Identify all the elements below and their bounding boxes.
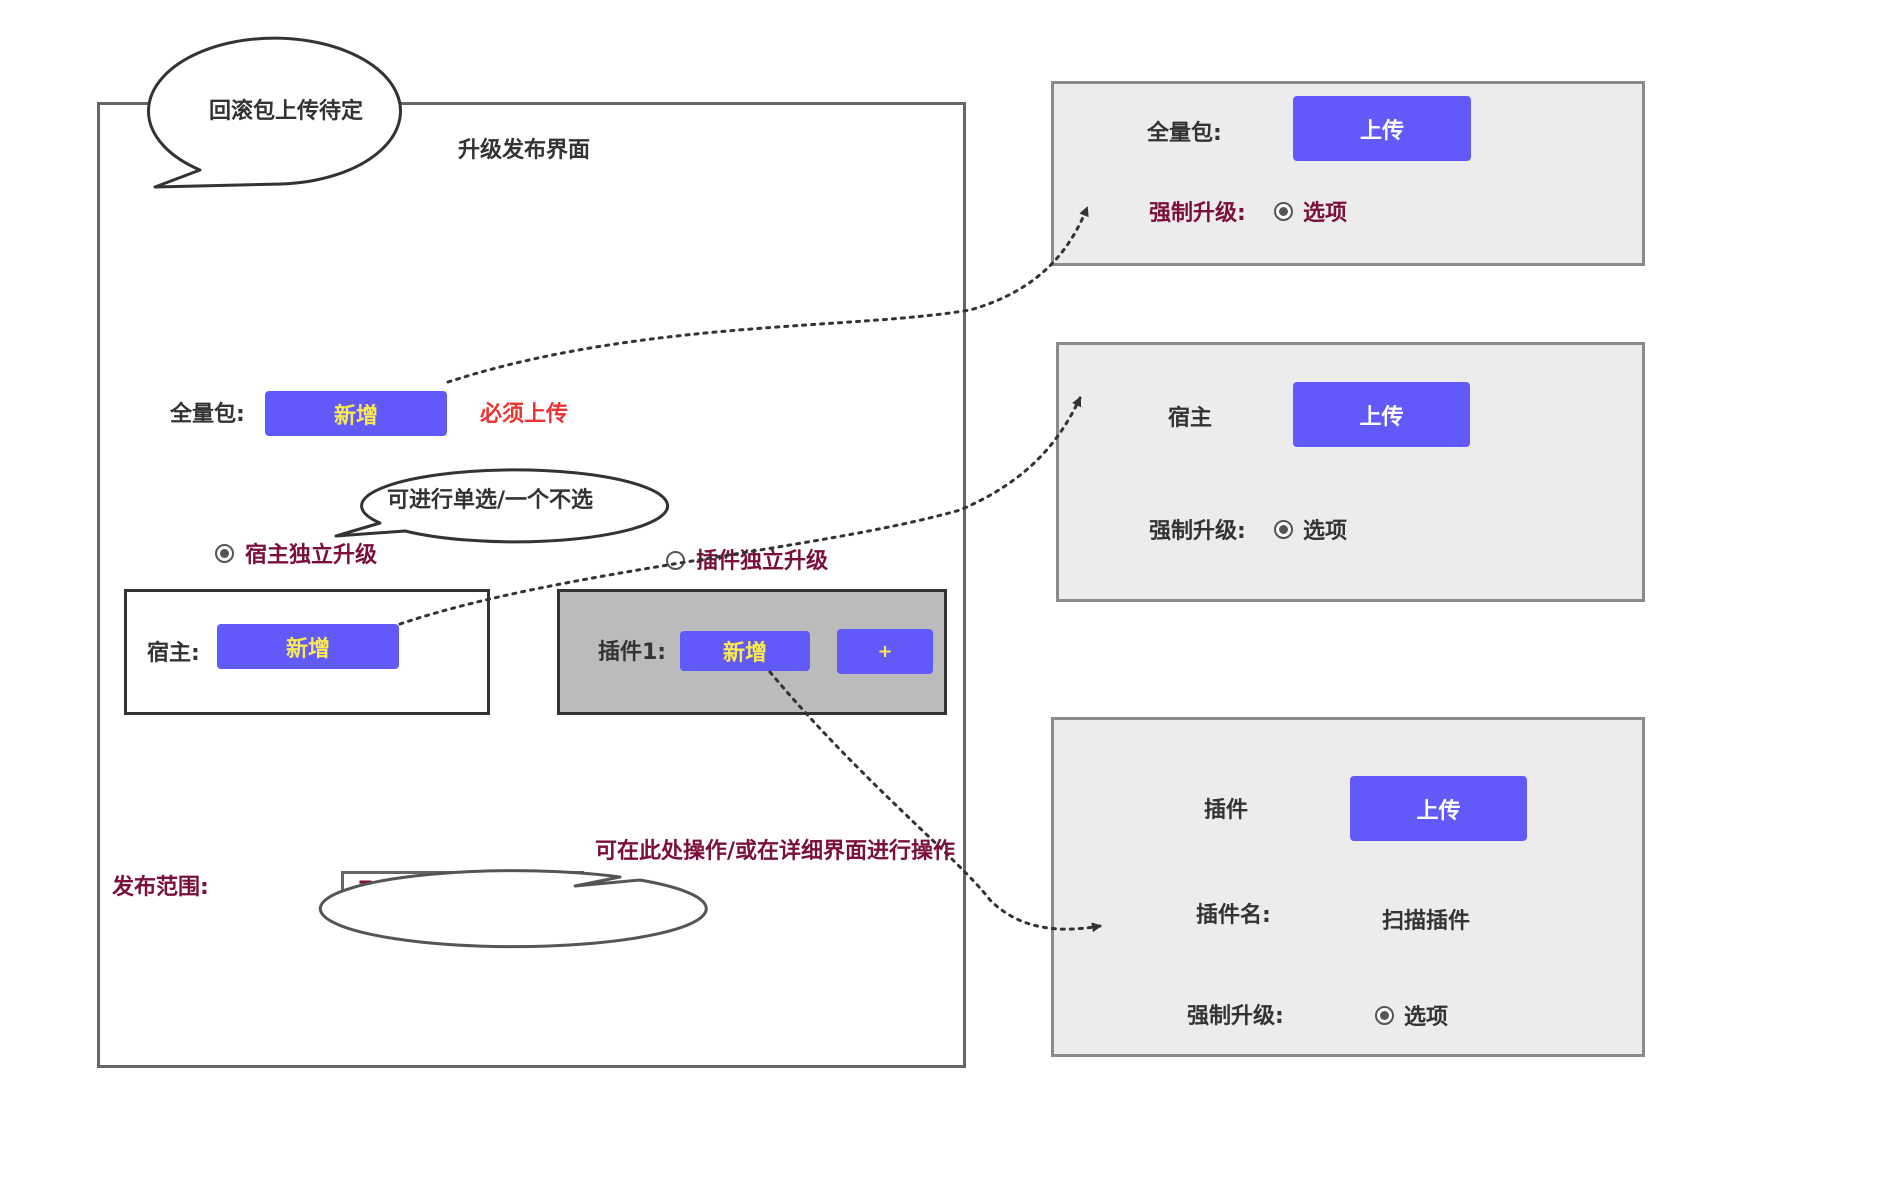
plugin-upload-button[interactable]: 上传 <box>1350 776 1527 841</box>
page-title: 升级发布界面 <box>458 138 591 163</box>
panel-host-force-option: 选项 <box>1303 519 1348 544</box>
panel-plugin-force-label: 强制升级: <box>1187 1004 1284 1029</box>
add-plugin-plus-button[interactable]: + <box>837 629 933 674</box>
scope-label: 发布范围: <box>112 875 209 900</box>
plugin-detail-panel <box>1051 717 1645 1057</box>
host-label: 宿主: <box>147 641 200 666</box>
host-add-button[interactable]: 新增 <box>217 624 399 669</box>
panel-plugin-name-label: 插件名: <box>1196 903 1271 928</box>
operate-here-callout-text: 可在此处操作/或在详细界面进行操作 <box>595 839 956 864</box>
panel-full-force-label: 强制升级: <box>1149 201 1246 226</box>
panel-host-label: 宿主 <box>1168 406 1213 431</box>
host-box <box>124 589 490 715</box>
panel-plugin-name-value: 扫描插件 <box>1382 909 1471 934</box>
full-package-label: 全量包: <box>170 402 245 427</box>
panel-full-force-radio[interactable] <box>1274 202 1293 221</box>
plugin-1-label: 插件1: <box>598 640 667 665</box>
panel-plugin-force-option: 选项 <box>1404 1005 1449 1030</box>
scope-input[interactable]: 755Y <box>341 871 584 909</box>
rollback-callout-text: 回滚包上传待定 <box>209 99 364 124</box>
single-choice-callout-text: 可进行单选/一个不选 <box>387 488 594 513</box>
panel-plugin-force-radio[interactable] <box>1375 1006 1394 1025</box>
host-independent-label: 宿主独立升级 <box>245 543 378 568</box>
plugin-add-button[interactable]: 新增 <box>680 631 810 671</box>
plugin-independent-radio[interactable] <box>666 551 685 570</box>
host-detail-panel <box>1056 342 1645 602</box>
panel-host-force-label: 强制升级: <box>1149 519 1246 544</box>
panel-full-force-option: 选项 <box>1303 201 1348 226</box>
full-package-add-button[interactable]: 新增 <box>265 391 447 436</box>
plugin-independent-label: 插件独立升级 <box>696 549 829 574</box>
panel-host-force-radio[interactable] <box>1274 520 1293 539</box>
full-package-upload-button[interactable]: 上传 <box>1293 96 1471 161</box>
required-note: 必须上传 <box>480 402 569 427</box>
upgrade-publish-frame <box>97 102 966 1068</box>
panel-full-package-label: 全量包: <box>1147 121 1222 146</box>
panel-plugin-label: 插件 <box>1204 798 1249 823</box>
host-upload-button[interactable]: 上传 <box>1293 382 1470 447</box>
host-independent-radio[interactable] <box>215 544 234 563</box>
